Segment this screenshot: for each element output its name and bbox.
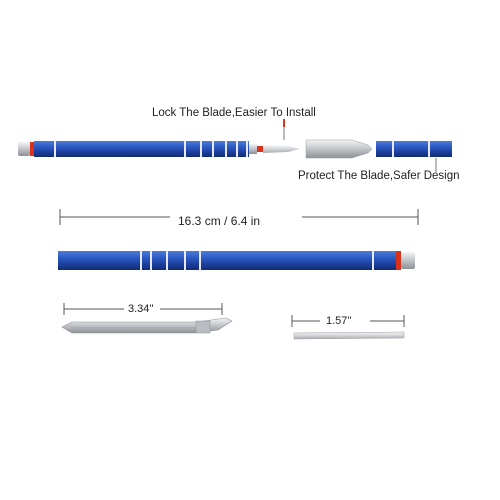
blade-strip bbox=[293, 331, 405, 340]
pen-grip-rings-full bbox=[140, 251, 374, 270]
pen-grip-rings bbox=[54, 141, 248, 157]
protect-blade-caption: Protect The Blade,Safer Design bbox=[298, 170, 460, 182]
length-dimension bbox=[59, 209, 419, 225]
tweezer bbox=[61, 303, 233, 334]
back-cap-ring bbox=[428, 141, 430, 157]
tweezer-dimension bbox=[63, 303, 223, 315]
red-ring-left bbox=[30, 142, 34, 156]
tweezer-body bbox=[61, 317, 233, 334]
blade-dimension bbox=[291, 315, 405, 327]
blade-collet bbox=[249, 144, 257, 154]
spare-blade bbox=[291, 315, 405, 340]
blade-length-label: 1.57'' bbox=[326, 315, 352, 327]
lock-blade-caption: Lock The Blade,Easier To Install bbox=[152, 107, 316, 119]
pen-length-label: 16.3 cm / 6.4 in bbox=[178, 214, 261, 228]
red-ring-collet bbox=[257, 146, 263, 152]
pen-back-cap bbox=[376, 141, 452, 157]
red-marker bbox=[283, 119, 285, 127]
pen-assembled bbox=[58, 251, 415, 270]
pen-body bbox=[34, 141, 249, 157]
pen-body-full bbox=[58, 251, 396, 270]
pen-end-cap-full bbox=[401, 252, 415, 269]
pen-disassembled bbox=[18, 119, 452, 172]
tweezer-slide bbox=[195, 320, 211, 334]
red-ring-end bbox=[396, 251, 401, 270]
tweezer-length-label: 3.34'' bbox=[128, 303, 154, 315]
pen-end-cap bbox=[18, 142, 30, 156]
blade-tip bbox=[263, 145, 300, 153]
back-cap-ring bbox=[392, 141, 394, 157]
blade-protect-cap bbox=[305, 139, 373, 159]
